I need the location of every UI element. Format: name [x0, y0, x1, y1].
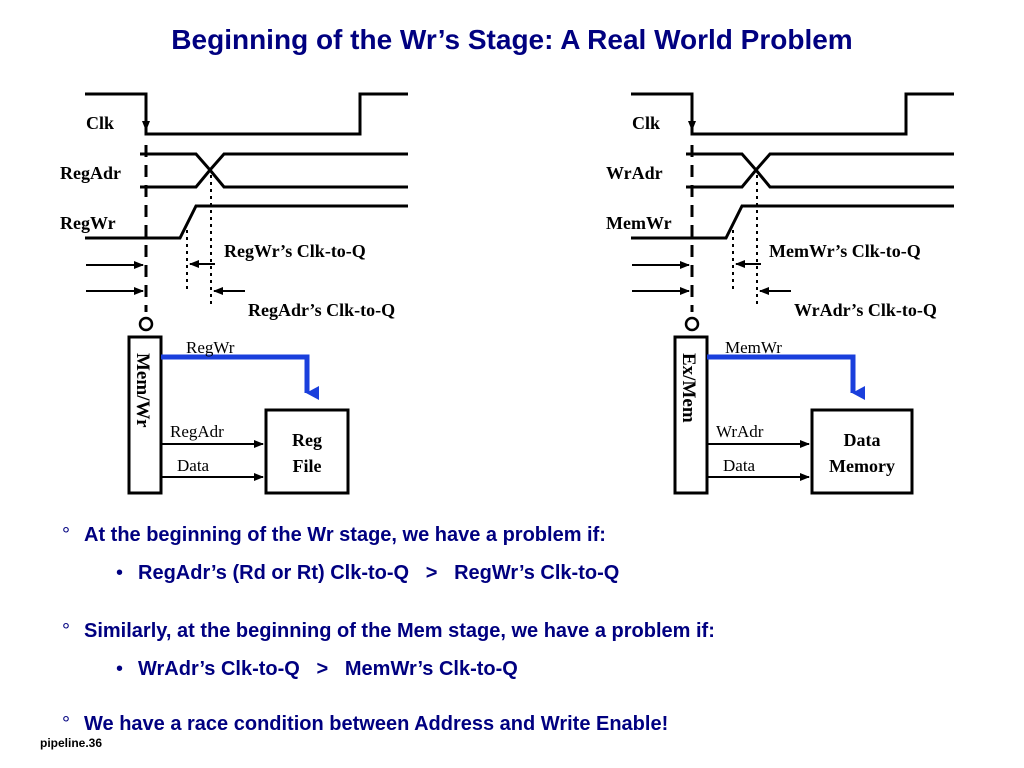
- address-wire-label: WrAdr: [716, 422, 764, 441]
- clock-input-bubble: [684, 316, 700, 332]
- data-wire-label: Data: [723, 456, 756, 475]
- sub-bullet-item: • RegAdr’s (Rd or Rt) Clk-to-Q > RegWr’s …: [116, 562, 619, 585]
- enable-wire-label: RegWr: [186, 338, 235, 357]
- sub-bullet-item: • WrAdr’s Clk-to-Q > MemWr’s Clk-to-Q: [116, 658, 518, 681]
- enable-wire: [707, 354, 865, 400]
- bullet-mark: °: [62, 524, 70, 546]
- block-label-line2: Memory: [829, 456, 895, 476]
- sub-bullet-mark: •: [116, 658, 124, 680]
- write-enable-clk-to-q-label: RegWr’s Clk-to-Q: [224, 241, 366, 261]
- address-waveform: [140, 152, 408, 189]
- pipeline-register-box: [673, 335, 709, 495]
- enable-wire: [161, 354, 319, 400]
- sub-bullet-text: WrAdr’s Clk-to-Q > MemWr’s Clk-to-Q: [138, 658, 518, 680]
- bullet-text: We have a race condition between Address…: [84, 713, 669, 735]
- block-label-line1: Reg: [292, 430, 322, 450]
- write-enable-waveform: [631, 204, 954, 240]
- sub-bullet-mark: •: [116, 562, 124, 584]
- pipeline-register-label: Ex/Mem: [678, 353, 699, 423]
- write-enable-waveform: [85, 204, 408, 240]
- bullet-text: At the beginning of the Wr stage, we hav…: [84, 524, 606, 546]
- slide-title: Beginning of the Wr’s Stage: A Real Worl…: [171, 24, 853, 55]
- clk-label: Clk: [632, 113, 660, 133]
- bullet-item: ° At the beginning of the Wr stage, we ha…: [62, 524, 606, 547]
- left-diagram: Clk RegAdr RegWr RegWr’s Clk-to-Q RegAdr…: [60, 92, 408, 495]
- address-wire-label: RegAdr: [170, 422, 224, 441]
- bullet-item: ° Similarly, at the beginning of the Mem …: [62, 620, 715, 643]
- address-clk-to-q-label: RegAdr’s Clk-to-Q: [248, 300, 395, 320]
- sub-bullet-text: RegAdr’s (Rd or Rt) Clk-to-Q > RegWr’s C…: [138, 562, 620, 584]
- address-label: RegAdr: [60, 163, 121, 183]
- write-enable-clk-to-q-label: MemWr’s Clk-to-Q: [769, 241, 921, 261]
- enable-wire-label: MemWr: [725, 338, 782, 357]
- block-label-line2: File: [293, 456, 322, 476]
- pipeline-register-box: [127, 335, 163, 495]
- address-waveform: [686, 152, 954, 189]
- clk-waveform: [631, 92, 954, 136]
- address-label: WrAdr: [606, 163, 663, 183]
- bullet-mark: °: [62, 713, 70, 735]
- slide-footer: pipeline.36: [40, 736, 103, 750]
- bullet-mark: °: [62, 620, 70, 642]
- data-wire-label: Data: [177, 456, 210, 475]
- clock-input-bubble: [138, 316, 154, 332]
- write-enable-label: MemWr: [606, 213, 672, 233]
- bullet-item: ° We have a race condition between Addres…: [62, 713, 668, 736]
- bullet-text: Similarly, at the beginning of the Mem s…: [84, 620, 715, 642]
- pipeline-register-label: Mem/Wr: [132, 353, 153, 428]
- write-enable-label: RegWr: [60, 213, 116, 233]
- data-memory-block: [810, 408, 914, 495]
- clk-label: Clk: [86, 113, 114, 133]
- register-file-block: [264, 408, 350, 495]
- block-label-line1: Data: [844, 430, 881, 450]
- clk-waveform: [85, 92, 408, 136]
- right-diagram: Clk WrAdr MemWr MemWr’s Clk-to-Q WrAdr’s…: [606, 92, 954, 495]
- address-clk-to-q-label: WrAdr’s Clk-to-Q: [794, 300, 937, 320]
